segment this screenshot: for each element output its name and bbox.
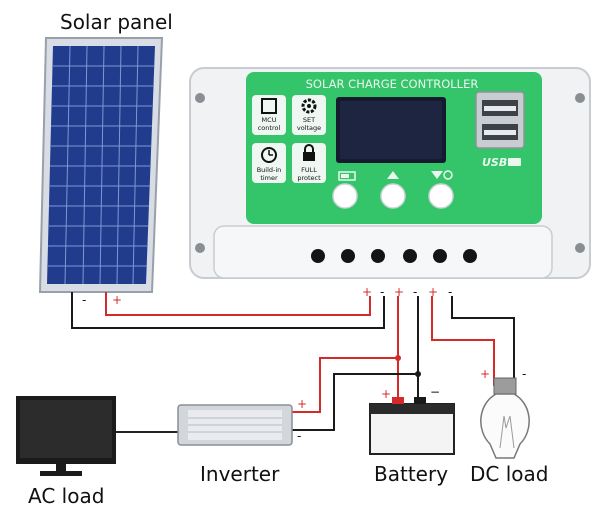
light-bulb-icon bbox=[480, 377, 530, 459]
usb-label: USB bbox=[482, 156, 507, 169]
svg-text:voltage: voltage bbox=[297, 124, 321, 132]
set-voltage-badge: SET voltage bbox=[292, 95, 326, 135]
battery-label: Battery bbox=[374, 462, 449, 486]
up-arrow-icon bbox=[387, 171, 399, 179]
svg-text:FULL: FULL bbox=[301, 166, 317, 174]
inverter-unit bbox=[177, 404, 293, 446]
controller-title: SOLAR CHARGE CONTROLLER bbox=[306, 77, 479, 91]
mount-hole-left-bottom bbox=[195, 243, 205, 253]
ac-load-label: AC load bbox=[28, 484, 105, 508]
svg-text:+: + bbox=[112, 293, 122, 307]
terminal-screw-3 bbox=[371, 249, 385, 263]
svg-text:+: + bbox=[480, 367, 490, 381]
dc-load-label: DC load bbox=[470, 462, 549, 486]
terminal-screw-5 bbox=[433, 249, 447, 263]
wires bbox=[71, 292, 515, 433]
terminal-screw-1 bbox=[311, 249, 325, 263]
chip-icon bbox=[261, 98, 277, 114]
svg-text:Build-in: Build-in bbox=[257, 166, 282, 174]
solar-panel-grid bbox=[48, 45, 154, 285]
lock-icon bbox=[303, 152, 315, 161]
inverter-negative-wire bbox=[292, 373, 418, 431]
inverter-label: Inverter bbox=[200, 462, 280, 486]
usb-ports[interactable] bbox=[475, 91, 525, 149]
ac-load-monitor bbox=[16, 396, 116, 476]
svg-text:+: + bbox=[428, 285, 438, 299]
solar-negative-wire bbox=[71, 292, 385, 329]
svg-text:-: - bbox=[413, 285, 417, 299]
mcu-badge: MCU control bbox=[252, 95, 286, 135]
svg-text:-: - bbox=[82, 293, 86, 307]
battery-negative-terminal bbox=[414, 397, 426, 404]
svg-text:+: + bbox=[394, 285, 404, 299]
svg-text:protect: protect bbox=[297, 174, 321, 182]
battery-icon bbox=[338, 171, 356, 181]
svg-text:−: − bbox=[430, 385, 440, 399]
battery-unit bbox=[369, 397, 455, 455]
gear-icon bbox=[301, 98, 317, 114]
clock-icon bbox=[261, 147, 277, 163]
wire-junction-positive bbox=[395, 355, 401, 361]
wire-junction-negative bbox=[415, 371, 421, 377]
svg-text:-: - bbox=[522, 367, 526, 381]
svg-text:-: - bbox=[297, 429, 301, 443]
mount-hole-right-top bbox=[575, 93, 585, 103]
polarity-marks: - + + - + - + - + - + − + - bbox=[82, 285, 526, 443]
down-button[interactable] bbox=[428, 183, 454, 209]
svg-text:+: + bbox=[297, 397, 307, 411]
mount-hole-right-bottom bbox=[575, 243, 585, 253]
svg-text:MCU: MCU bbox=[262, 116, 277, 124]
dc-load-negative-wire bbox=[451, 296, 515, 382]
terminal-screw-2 bbox=[341, 249, 355, 263]
solar-panel-label: Solar panel bbox=[60, 10, 173, 34]
usb-icon bbox=[508, 158, 521, 166]
dc-load-positive-wire bbox=[431, 296, 495, 386]
svg-text:control: control bbox=[258, 124, 281, 132]
terminal-screw-6 bbox=[463, 249, 477, 263]
terminal-screw-4 bbox=[403, 249, 417, 263]
svg-text:+: + bbox=[381, 387, 391, 401]
mount-hole-left-top bbox=[195, 93, 205, 103]
down-arrow-icon bbox=[431, 170, 453, 180]
battery-positive-terminal bbox=[392, 397, 404, 404]
up-button[interactable] bbox=[380, 183, 406, 209]
battery-button[interactable] bbox=[332, 183, 358, 209]
solar-positive-wire bbox=[105, 292, 371, 316]
charge-controller: SOLAR CHARGE CONTROLLER MCU control SET … bbox=[189, 67, 591, 279]
svg-text:timer: timer bbox=[260, 174, 278, 182]
solar-panel bbox=[38, 37, 164, 293]
timer-badge: Build-in timer bbox=[252, 143, 286, 183]
svg-text:SET: SET bbox=[303, 116, 315, 124]
svg-text:-: - bbox=[380, 285, 384, 299]
svg-text:-: - bbox=[448, 285, 452, 299]
full-protect-badge: FULL protect bbox=[292, 143, 326, 183]
inverter-positive-wire bbox=[292, 357, 398, 413]
svg-text:+: + bbox=[362, 285, 372, 299]
